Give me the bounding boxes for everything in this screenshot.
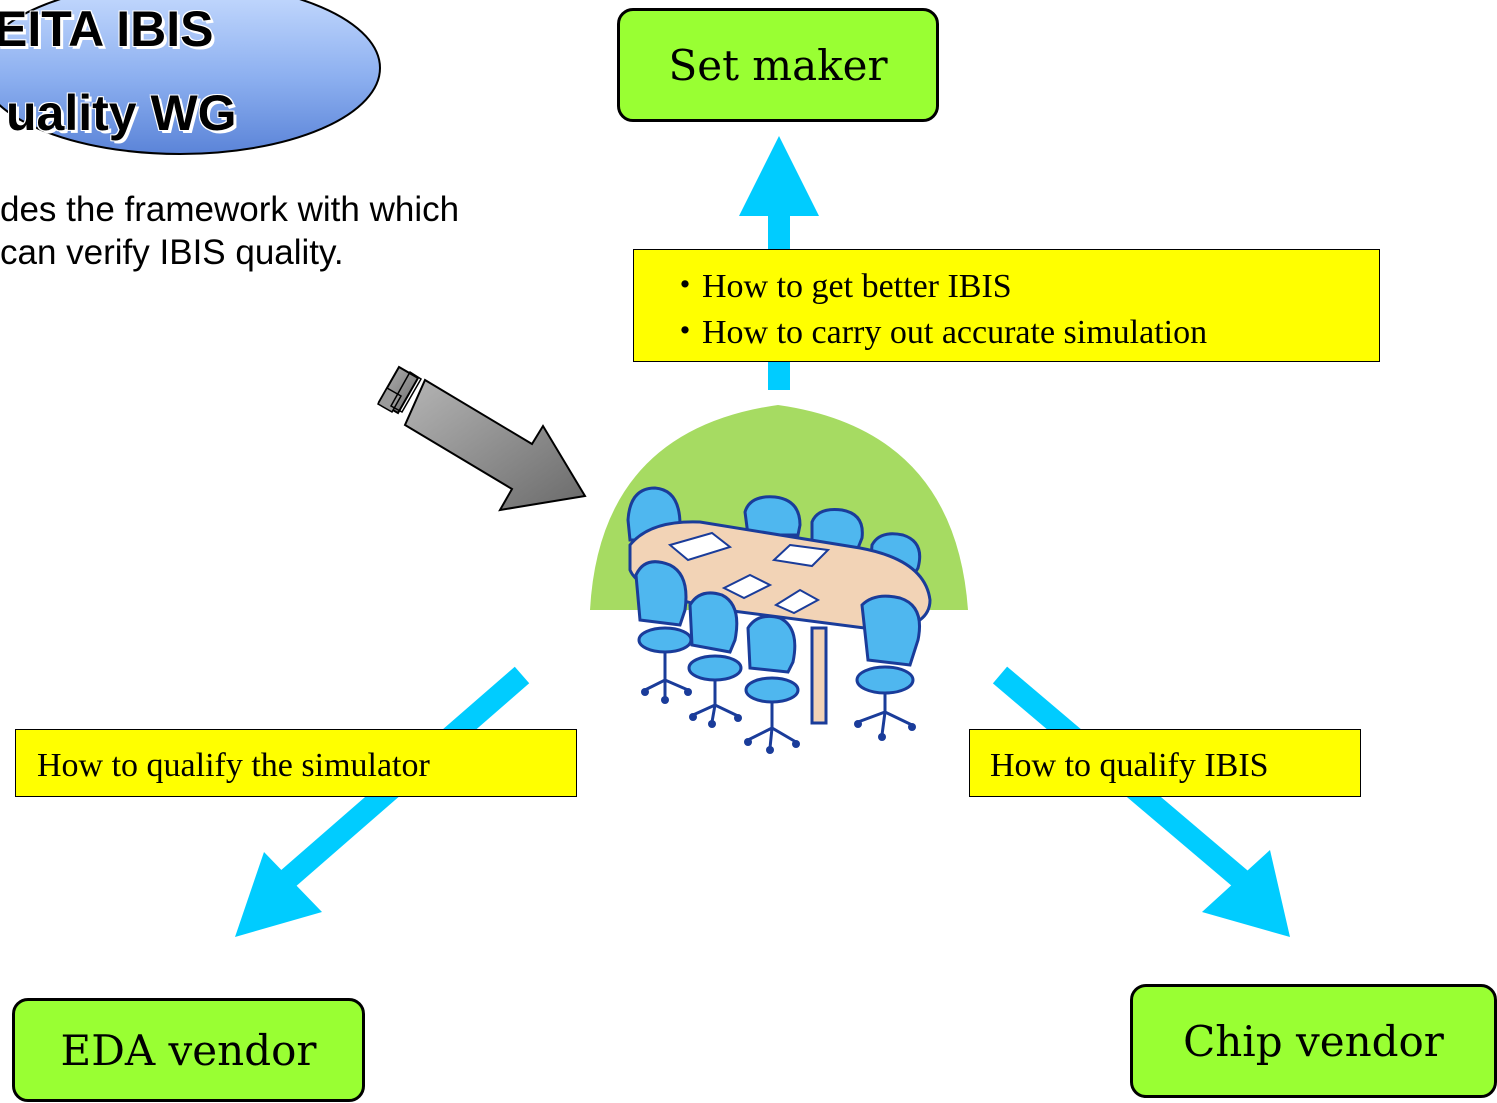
description-line1: des the framework with which — [0, 190, 460, 229]
wg-badge-shape — [0, 0, 381, 155]
set-maker-label-line2: ・How to carry out accurate simulation — [668, 314, 1208, 351]
set-maker-node: Set maker — [617, 8, 939, 122]
description-text: des the framework with which can verify I… — [0, 188, 459, 274]
meeting-table-icon — [626, 486, 932, 754]
description-line2: can verify IBIS quality. — [0, 233, 344, 272]
chip-vendor-label: Chip vendor — [1183, 1016, 1444, 1066]
chip-vendor-label-box — [969, 729, 1361, 797]
chip-vendor-node: Chip vendor — [1130, 984, 1497, 1098]
wg-title-line1: EITA IBIS — [0, 1, 214, 57]
set-maker-label-line1: ・How to get better IBIS — [668, 268, 1012, 305]
eda-vendor-label: EDA vendor — [60, 1025, 317, 1075]
eda-vendor-node: EDA vendor — [12, 998, 365, 1102]
wg-title-line2: uality WG — [6, 85, 237, 141]
input-arrow-icon — [376, 365, 587, 512]
eda-vendor-label-text: How to qualify the simulator — [37, 747, 430, 784]
arrow-down-left-icon — [235, 666, 530, 937]
arrow-down-right-icon — [992, 666, 1290, 937]
eda-vendor-label-box — [15, 729, 577, 797]
set-maker-label-box — [633, 249, 1380, 362]
chip-vendor-label-text: How to qualify IBIS — [990, 747, 1269, 784]
set-maker-label: Set maker — [668, 40, 888, 90]
